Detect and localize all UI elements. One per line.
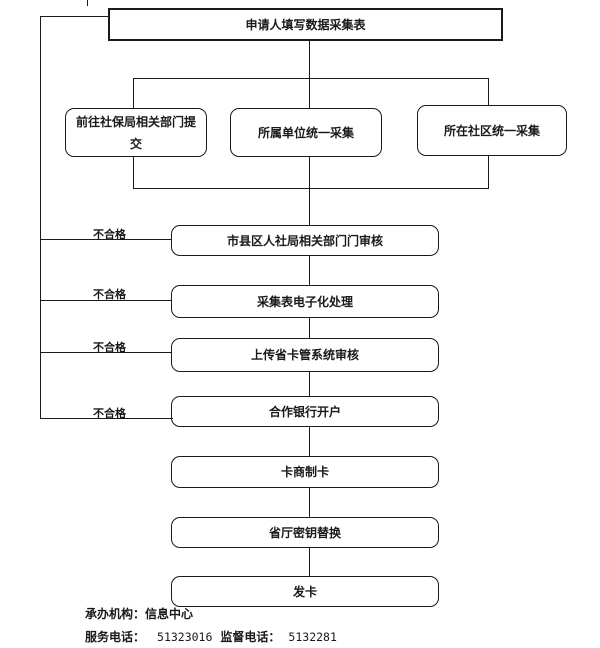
spine-step6-to-step7-line [309,548,310,576]
spine-start-to-branch-line [309,41,310,78]
top-tick-line [87,0,88,6]
node-step-card-vendor-production: 卡商制卡 [171,456,439,488]
reject-line-step4 [40,418,173,419]
node-step-provincial-key-replacement: 省厅密钥替换 [171,517,439,548]
spine-step5-to-step6-line [309,488,310,517]
feedback-vertical-line [40,16,41,418]
footer-supervision-phone-number: 5132281 [288,630,337,644]
footer-agency-value: 信息中心 [145,607,194,621]
spine-step1-to-step2-line [309,256,310,286]
node-step-upload-provincial-card-system-review: 上传省卡管系统审核 [171,338,439,372]
node-step-city-county-review: 市县区人社局相关部门门审核 [171,225,439,256]
merge-horizontal-line [133,188,489,189]
footer-agency: 承办机构：信息中心 [85,605,193,622]
node-start-fill-collection-form: 申请人填写数据采集表 [108,8,503,41]
reject-label-step4: 不合格 [93,408,126,420]
reject-line-step2 [40,300,171,301]
branch-left-drop-line [133,78,134,108]
reject-line-step3 [40,352,171,353]
node-step-digitize-collection-form: 采集表电子化处理 [171,285,439,318]
spine-step4-to-step5-line [309,427,310,456]
merge-right-rise-line [488,156,489,189]
spine-step2-to-step3-line [309,318,310,339]
footer-supervision-phone-label: 监督电话： [220,630,281,644]
node-branch-submit-at-social-security-bureau: 前往社保局相关部门提交 [65,108,207,157]
node-branch-community-unified-collection: 所在社区统一采集 [417,105,567,156]
branch-horizontal-line [133,78,489,79]
feedback-top-horizontal-line [40,16,108,17]
footer-phones: 服务电话： 51323016 监督电话： 5132281 [85,628,337,645]
footer-agency-label: 承办机构： [85,607,146,621]
reject-label-step2: 不合格 [93,289,126,301]
node-step-partner-bank-account-opening: 合作银行开户 [171,396,439,427]
spine-step3-to-step4-line [309,372,310,396]
node-step-card-issuance: 发卡 [171,576,439,607]
reject-label-step1: 不合格 [93,229,126,241]
merge-middle-line [309,157,310,225]
footer-service-phone-number: 51323016 [157,630,213,644]
footer-service-phone-label: 服务电话： [85,630,146,644]
reject-label-step3: 不合格 [93,342,126,354]
branch-middle-drop-line [309,78,310,108]
reject-line-step1 [40,239,171,240]
branch-right-drop-line [488,78,489,105]
merge-left-rise-line [133,157,134,189]
node-branch-employer-unified-collection: 所属单位统一采集 [230,108,382,157]
